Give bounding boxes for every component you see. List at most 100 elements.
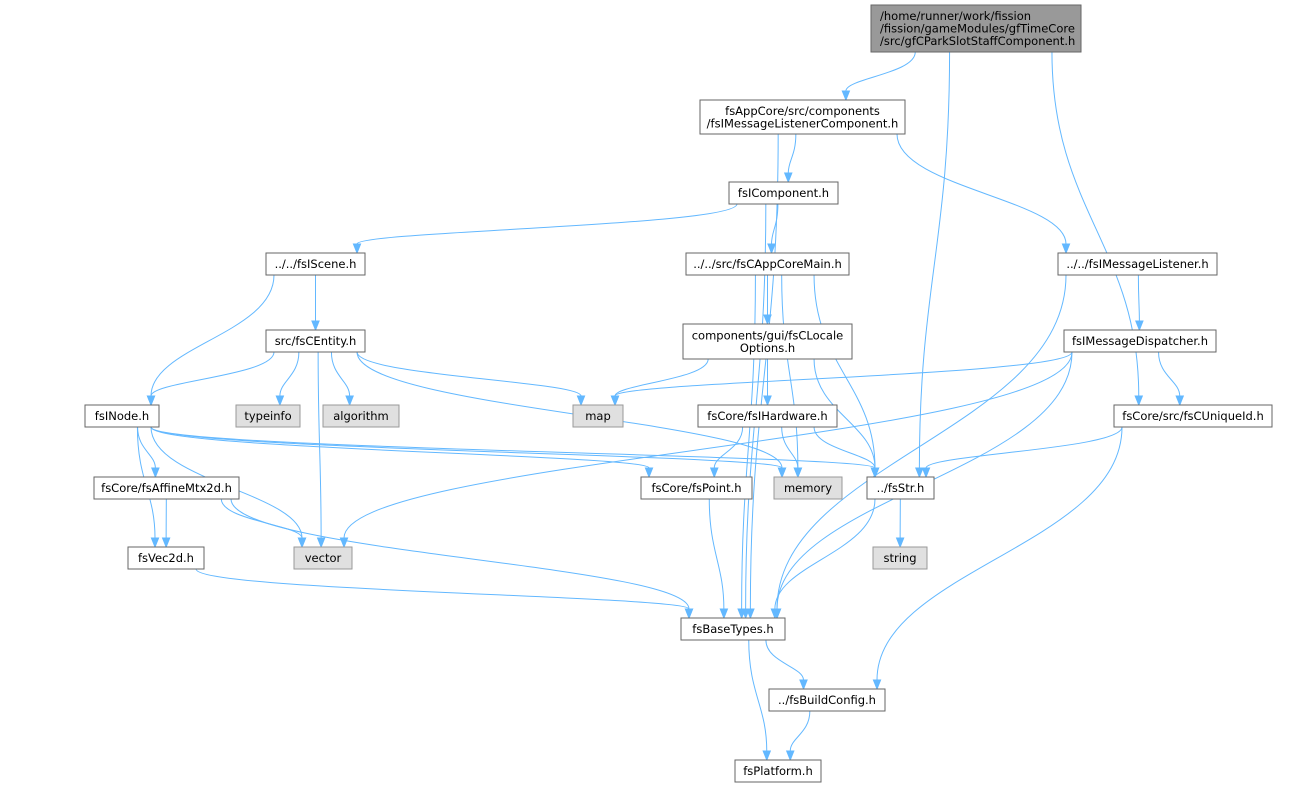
node-box [1063,329,1217,353]
node-fs-capp-core-main[interactable]: ../../src/fsCAppCoreMain.h [685,252,850,276]
node-label-line: memory [784,481,832,495]
node-fs-imessage-listener[interactable]: ../../fsIMessageListener.h [1057,252,1218,276]
node-label-line: /home/runner/work/fission [880,9,1031,23]
node-box [265,252,366,276]
node-fs-ihardware[interactable]: fsCore/fsIHardware.h [697,404,838,428]
edge-fs-iscene-to-fs-centity [311,274,320,332]
node-memory: memory [773,476,843,500]
edge-fs-centity-to-vector [316,351,326,549]
edge-fs-clocale-options-to-fs-ihardware [763,358,772,407]
edge-fs-centity-to-typeinfo [275,351,300,407]
edge-root-to-fs-str [915,51,951,479]
edge-fs-centity-to-algorithm [330,351,354,407]
node-label-line: fsBaseTypes.h [692,622,773,636]
node-fs-affine-mtx2d[interactable]: fsCore/fsAffineMtx2d.h [93,476,240,500]
node-typeinfo: typeinfo [235,404,301,428]
node-fs-icomponent[interactable]: fsIComponent.h [728,181,839,205]
edge-fs-imessage-dispatcher-to-fs-cunique-id [1158,351,1185,407]
node-fs-inode[interactable]: fsINode.h [84,404,160,428]
edge-fs-base-types-to-fs-platform [748,639,772,762]
node-label-line: /fission/gameModules/gfTimeCore [880,22,1075,36]
node-label-line: ../fsBuildConfig.h [778,693,876,707]
edge-fs-cunique-id-to-fs-build-config [872,426,1123,691]
edge-fs-centity-to-map [356,351,586,407]
edge-fs-icomponent-to-fs-capp-core-main [767,203,779,255]
edge-fs-capp-core-main-to-memory [781,274,803,479]
node-box [1113,404,1273,428]
node-box [93,476,240,500]
node-label-line: src/fsCEntity.h [275,334,357,348]
edge-fs-ihardware-to-fs-str [813,426,880,479]
node-label-line: fsCore/fsIHardware.h [707,409,827,423]
node-label-line: ../../src/fsCAppCoreMain.h [693,257,842,271]
edge-fs-centity-to-fs-inode [146,351,275,407]
node-box [773,476,843,500]
node-label-line: ../../fsIMessageListener.h [1066,257,1208,271]
edge-fs-imessage-dispatcher-to-map [610,351,1073,407]
edge-fs-imessage-listener-component-to-fs-base-types [746,133,779,620]
node-label-line: typeinfo [244,409,291,423]
node-fs-cunique-id[interactable]: fsCore/src/fsCUniqueId.h [1113,404,1273,428]
edge-fs-base-types-to-fs-build-config [765,639,808,691]
node-label-line: fsCore/src/fsCUniqueId.h [1122,409,1263,423]
node-label-line: /fsIMessageListenerComponent.h [707,116,899,130]
node-label-line: ../../fsIScene.h [275,257,357,271]
node-label-line: fsPlatform.h [743,764,812,778]
node-fs-build-config[interactable]: ../fsBuildConfig.h [768,688,886,712]
node-label-line: map [585,409,611,423]
edge-fs-inode-to-fs-str [150,426,880,479]
node-box [235,404,301,428]
node-box [872,546,928,570]
node-box [728,181,839,205]
node-vector: vector [293,546,353,570]
node-fs-vec2d[interactable]: fsVec2d.h [127,546,205,570]
node-box [699,99,906,135]
edge-fs-inode-to-fs-point [150,426,654,479]
node-label-line: Options.h [740,341,795,355]
node-fs-imessage-dispatcher[interactable]: fsIMessageDispatcher.h [1063,329,1217,353]
edge-fs-inode-to-memory [150,426,787,479]
graph-nodes: /home/runner/work/fission/fission/gameMo… [84,4,1273,783]
edge-fs-capp-core-main-to-fs-clocale-options [763,274,772,326]
edge-fs-imessage-listener-component-to-fs-icomponent [783,133,797,184]
node-box [734,759,822,783]
node-label-line: fsCore/fsPoint.h [651,481,741,495]
node-fs-base-types[interactable]: fsBaseTypes.h [680,617,786,641]
node-fs-iscene[interactable]: ../../fsIScene.h [265,252,366,276]
node-label-line: vector [305,551,342,565]
node-label-line: fsIComponent.h [738,186,829,200]
node-fs-point[interactable]: fsCore/fsPoint.h [640,476,753,500]
edge-fs-str-to-string [895,498,905,549]
node-box [572,404,624,428]
node-fs-str[interactable]: ../fsStr.h [866,476,935,500]
node-label-line: algorithm [333,409,389,423]
node-box [866,476,935,500]
edge-fs-affine-mtx2d-to-fs-vec2d [161,498,171,549]
node-label-line: string [883,551,916,565]
node-fs-platform[interactable]: fsPlatform.h [734,759,822,783]
node-box [322,404,400,428]
node-fs-centity[interactable]: src/fsCEntity.h [265,329,366,353]
node-box [640,476,753,500]
edge-fs-imessage-listener-component-to-fs-imessage-listener [896,133,1071,255]
edge-fs-point-to-fs-base-types [708,498,729,620]
node-box [265,329,366,353]
edge-fs-inode-to-fs-affine-mtx2d [137,426,160,479]
edge-fs-str-to-fs-base-types [770,498,876,620]
node-box [870,4,1082,53]
edge-fs-build-config-to-fs-platform [785,710,811,762]
node-label-line: fsCore/fsAffineMtx2d.h [101,481,232,495]
node-box [1057,252,1218,276]
node-box [680,617,786,641]
node-label-line: fsIMessageDispatcher.h [1072,334,1208,348]
edge-fs-ihardware-to-fs-point [709,426,744,479]
node-fs-imessage-listener-component[interactable]: fsAppCore/src/components/fsIMessageListe… [699,99,906,135]
node-box [685,252,850,276]
node-label-line: components/gui/fsCLocale [692,328,844,342]
node-label-line: fsINode.h [95,409,149,423]
node-algorithm: algorithm [322,404,400,428]
edge-root-to-fs-imessage-listener-component [841,51,916,102]
edge-fs-ihardware-to-memory [781,426,803,479]
node-box [697,404,838,428]
